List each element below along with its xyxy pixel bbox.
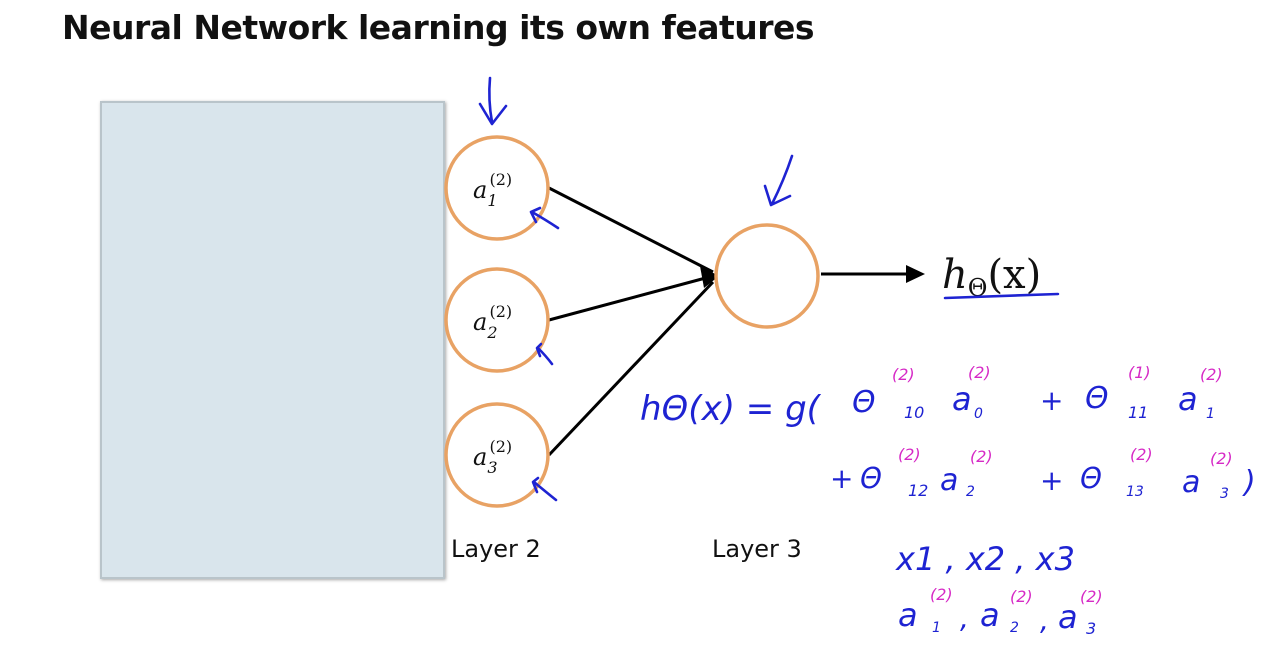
equation-line2-a2: a	[940, 463, 958, 498]
equation-line2-a2-sub: 2	[966, 484, 975, 500]
hidden-units-note-a2-sup: (2)	[1010, 587, 1033, 606]
equation-line1-theta2-sup: (1)	[1128, 363, 1151, 382]
edge-a2-to-output	[548, 274, 714, 322]
handwritten-arrow-a2	[535, 342, 554, 366]
node-a2	[444, 267, 550, 373]
equation-line1-a1-sub: 1	[1206, 406, 1215, 422]
handwritten-arrow-layer2	[478, 76, 508, 126]
node-a2-label: a2(2)	[473, 302, 512, 342]
equation-line1-theta1-sup: (2)	[892, 365, 915, 384]
equation-line2-theta4-sup: (2)	[1130, 445, 1153, 464]
output-arrowhead	[906, 265, 925, 283]
hidden-units-note-a3-sup: (2)	[1080, 587, 1103, 606]
hidden-units-note-a2-sub: 2	[1010, 620, 1019, 636]
equation-line1-a0-sup: (2)	[968, 363, 991, 382]
handwritten-arrow-output	[763, 154, 794, 207]
node-a3	[444, 402, 550, 508]
equation-line2-a2-sup: (2)	[970, 447, 993, 466]
inputs-note: x1 , x2 , x3	[895, 540, 1075, 578]
hidden-units-note-a3: a	[1058, 598, 1078, 636]
equation-line2-theta3-sub: 12	[908, 481, 928, 500]
equation-line2-a3-sub: 3	[1220, 486, 1229, 502]
equation-line2-plus-a: +	[830, 462, 853, 495]
node-output	[714, 223, 820, 329]
slide-title: Neural Network learning its own features	[62, 8, 815, 47]
equation-line1-lhs: hΘ(x) = g(	[640, 389, 822, 429]
equation-line1-plus: +	[1040, 384, 1063, 417]
edge-a1-to-output	[548, 186, 714, 274]
equation-line1-theta2-sub: 11	[1128, 403, 1148, 422]
equation-line1-a0-sub: 0	[974, 406, 983, 422]
hidden-units-note-a1-sub: 1	[932, 620, 941, 636]
handwritten-arrow-a1	[529, 206, 560, 230]
equation-line1-a1: a	[1178, 380, 1198, 418]
hidden-units-note-a1-sup: (2)	[930, 585, 953, 604]
hidden-units-note-a2: a	[980, 596, 1000, 634]
layer1-cover-panel	[100, 101, 445, 579]
equation-line2-theta3-sup: (2)	[898, 445, 921, 464]
equation-line1-a1-sup: (2)	[1200, 365, 1223, 384]
equation-line2-theta3: Θ	[860, 462, 882, 495]
equation-line2-theta4: Θ	[1080, 462, 1102, 495]
hidden-units-note-a3-sub: 3	[1086, 619, 1096, 638]
equation-line2-close: )	[1242, 465, 1256, 500]
equation-line1-theta2: Θ	[1085, 381, 1109, 416]
equation-line1-theta1-sub: 10	[904, 403, 924, 422]
layer2-label: Layer 2	[451, 535, 541, 563]
equation-line2-a3-sup: (2)	[1210, 449, 1233, 468]
handwritten-arrow-a3	[531, 476, 558, 502]
equation-line1-theta1: Θ	[852, 385, 876, 420]
edge-a3-to-output	[547, 280, 715, 457]
hidden-units-note-a1: a	[898, 596, 918, 634]
equation-line2-a3: a	[1182, 465, 1200, 500]
layer3-label: Layer 3	[712, 535, 802, 563]
equation-line1-a0: a	[952, 380, 972, 418]
hidden-units-note-sep1: ,	[960, 602, 969, 635]
equation-line2-theta4-sub: 13	[1126, 484, 1144, 500]
node-a1-label: a1(2)	[473, 170, 512, 210]
output-underline	[943, 292, 1060, 300]
edge-arrowhead	[700, 266, 719, 288]
equation-line2-plus-b: +	[1040, 464, 1063, 497]
node-a3-label: a3(2)	[473, 437, 512, 477]
node-a1	[444, 135, 550, 241]
hidden-units-note-sep2: ,	[1040, 604, 1049, 637]
output-label: hΘ(x)	[942, 252, 1041, 302]
